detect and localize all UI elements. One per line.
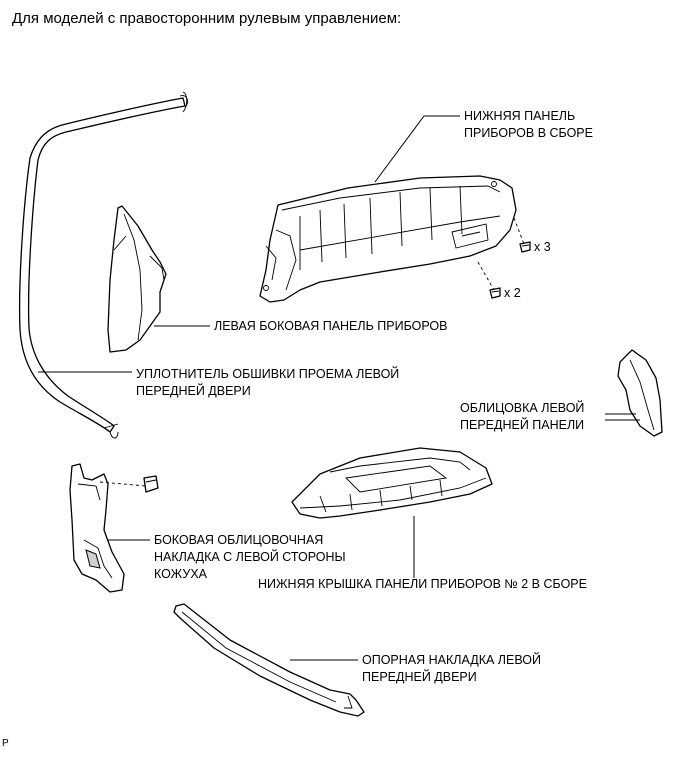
figure-id: P (2, 738, 9, 749)
screw-lower-icon (477, 261, 501, 299)
scuff-plate-part (173, 603, 365, 717)
label-line: КОЖУХА (154, 567, 208, 581)
weatherstrip-part (18, 91, 189, 439)
page-heading: Для моделей с правосторонним рулевым упр… (12, 10, 402, 27)
label-line: ПЕРЕДНЕЙ ДВЕРИ (136, 384, 251, 398)
screw-upper-icon (513, 217, 531, 253)
label-line: УПЛОТНИТЕЛЬ ОБШИВКИ ПРОЕМА ЛЕВОЙ (136, 367, 400, 381)
screw-lower-quantity: x 2 (504, 286, 521, 300)
lower-panel-cover-part (291, 447, 493, 519)
label-line: БОКОВАЯ ОБЛИЦОВОЧНАЯ (154, 533, 324, 547)
label-scuff-plate: ОПОРНАЯ НАКЛАДКА ЛЕВОЙ ПЕРЕДНЕЙ ДВЕРИ (362, 652, 541, 686)
cowl-side-trim-part (69, 463, 147, 593)
label-weatherstrip: УПЛОТНИТЕЛЬ ОБШИВКИ ПРОЕМА ЛЕВОЙ ПЕРЕДНЕ… (136, 366, 399, 400)
label-line: ПЕРЕДНЕЙ ПАНЕЛИ (460, 418, 585, 432)
screw-upper-quantity: x 3 (534, 240, 551, 254)
label-cowl-side-trim: БОКОВАЯ ОБЛИЦОВОЧНАЯ НАКЛАДКА С ЛЕВОЙ СТ… (154, 532, 346, 583)
label-lower-panel-cover: НИЖНЯЯ КРЫШКА ПАНЕЛИ ПРИБОРОВ № 2 В СБОР… (258, 576, 587, 593)
label-line: ПРИБОРОВ В СБОРЕ (464, 126, 593, 140)
left-side-panel-part (107, 205, 167, 353)
front-panel-garnish-part (617, 349, 663, 437)
label-line: ЛЕВАЯ БОКОВАЯ ПАНЕЛЬ ПРИБОРОВ (214, 319, 448, 333)
lower-instrument-panel-part (259, 175, 517, 303)
label-line: НИЖНЯЯ КРЫШКА ПАНЕЛИ ПРИБОРОВ № 2 В СБОР… (258, 577, 587, 591)
label-line: ОБЛИЦОВКА ЛЕВОЙ (460, 401, 585, 415)
label-lower-instrument-panel: НИЖНЯЯ ПАНЕЛЬ ПРИБОРОВ В СБОРЕ (464, 108, 593, 142)
leader-lines (38, 115, 640, 661)
label-line: НИЖНЯЯ ПАНЕЛЬ (464, 109, 576, 123)
label-line: ПЕРЕДНЕЙ ДВЕРИ (362, 670, 477, 684)
label-line: НАКЛАДКА С ЛЕВОЙ СТОРОНЫ (154, 550, 346, 564)
label-front-panel-garnish: ОБЛИЦОВКА ЛЕВОЙ ПЕРЕДНЕЙ ПАНЕЛИ (460, 400, 584, 434)
label-line: ОПОРНАЯ НАКЛАДКА ЛЕВОЙ (362, 653, 541, 667)
clip-icon (143, 475, 159, 493)
label-left-side-panel: ЛЕВАЯ БОКОВАЯ ПАНЕЛЬ ПРИБОРОВ (214, 318, 448, 335)
